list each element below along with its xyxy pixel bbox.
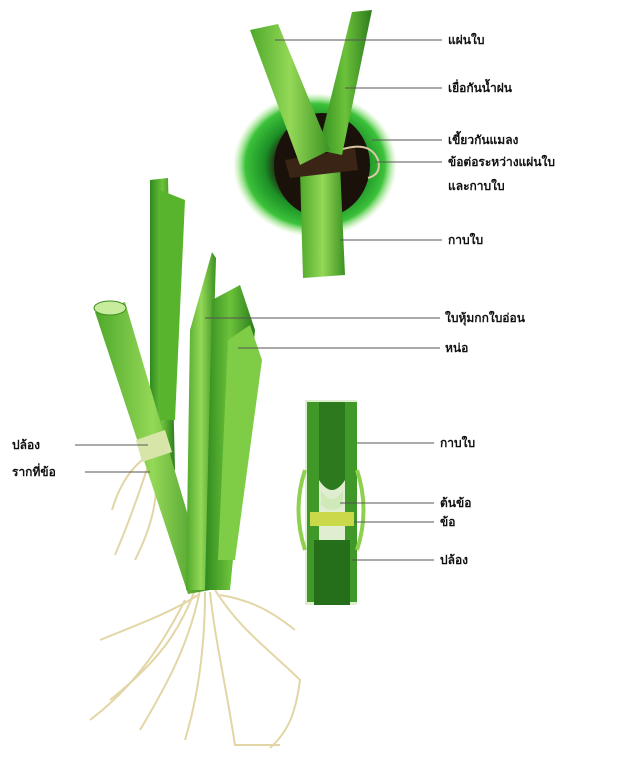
label-shoot: ต้นข้อ [440, 496, 471, 510]
label-auricle: เขี้ยวกันแมลง [448, 133, 518, 147]
label-internode-plant: ปล้อง [12, 438, 40, 452]
label-leaf-blade: แผ่นใบ [448, 33, 484, 47]
leaf-collar-illustration [233, 10, 397, 278]
label-leaf-sheath-top: กาบใบ [448, 233, 483, 247]
rice-plant-illustration [90, 178, 300, 748]
label-leaf-sheath-section: กาบใบ [440, 436, 475, 450]
label-nodal-roots: รากที่ข้อ [12, 465, 56, 479]
label-internode-section: ปล้อง [440, 553, 468, 567]
label-collar-line1: ข้อต่อระหว่างแผ่นใบ [448, 155, 555, 169]
label-collar-line2: และกาบใบ [448, 179, 505, 193]
label-node: ข้อ [440, 515, 455, 529]
label-tiller: หน่อ [445, 341, 468, 355]
label-ligule: เยื่อกันน้ำฝน [448, 81, 512, 95]
label-young-leaf: ใบหุ้มกกใบอ่อน [445, 311, 525, 325]
